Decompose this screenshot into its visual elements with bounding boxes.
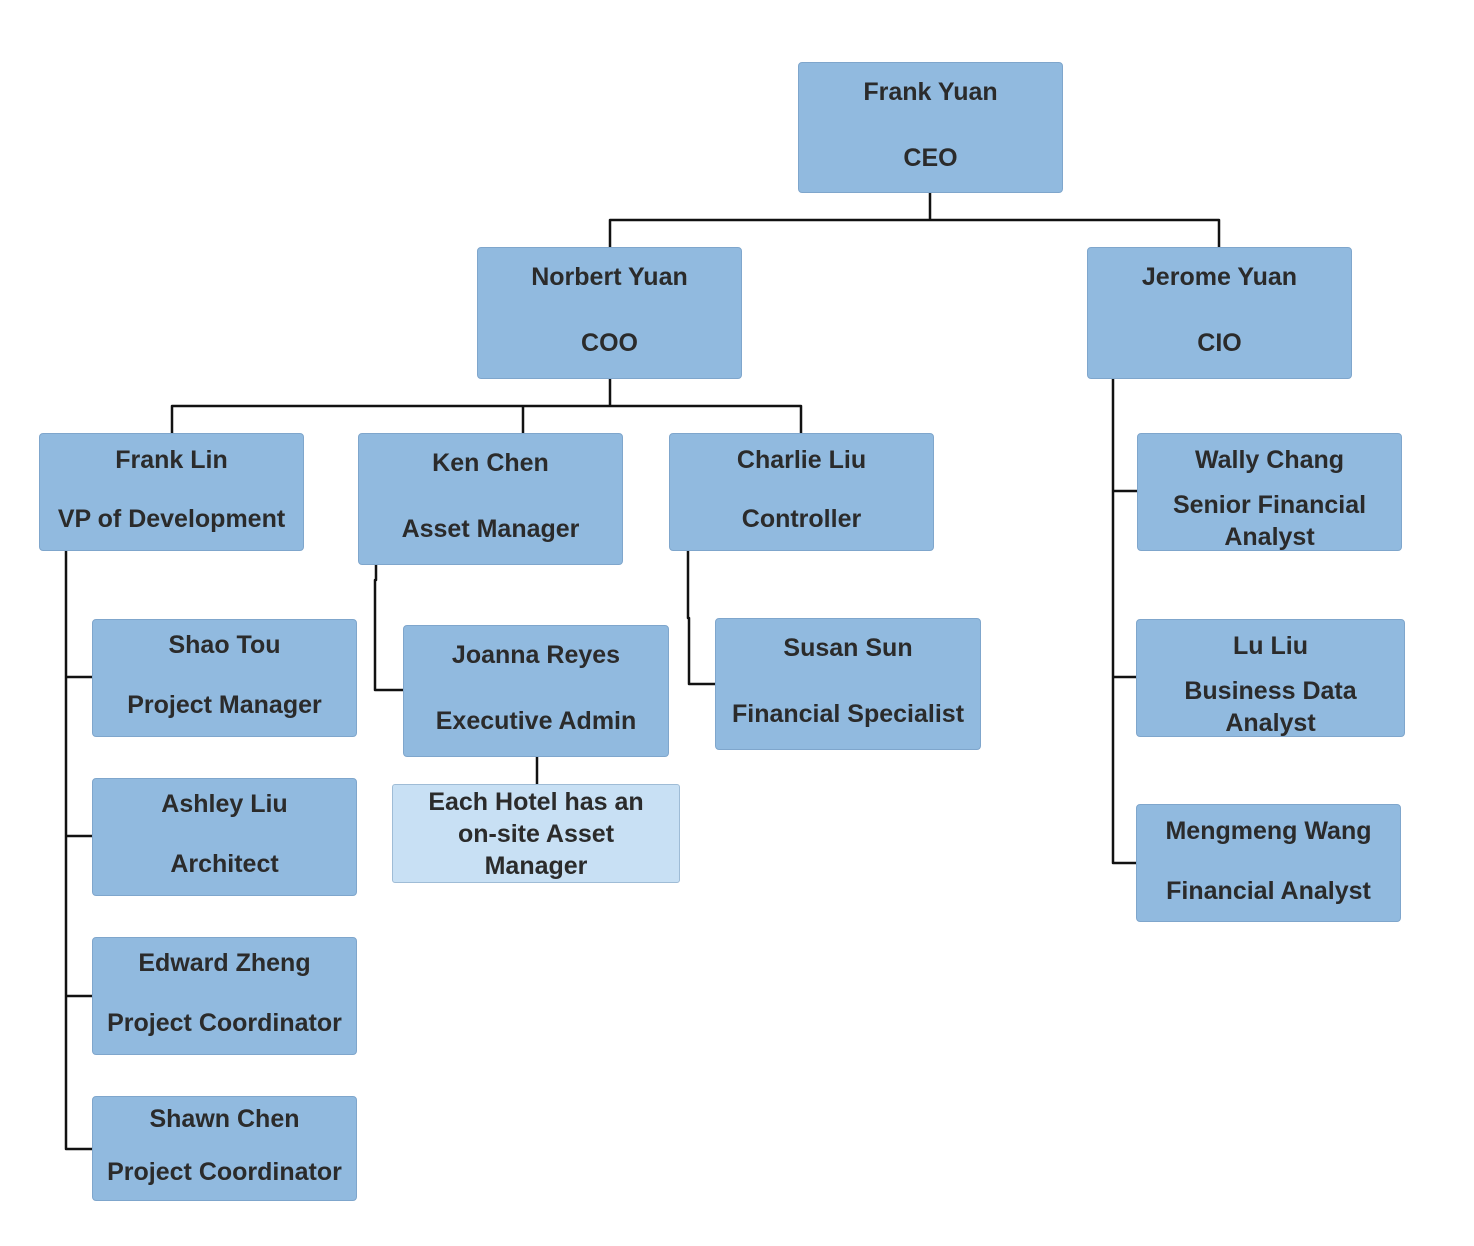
node-name: Frank Lin: [115, 446, 228, 474]
node-role: Asset Manager: [401, 515, 580, 543]
node-name: Frank Yuan: [863, 78, 998, 106]
node-name: Shawn Chen: [149, 1105, 300, 1133]
node-role: VP of Development: [57, 505, 286, 533]
node-role: Controller: [741, 505, 862, 533]
note-text: Each Hotel has an on-site Asset Manager: [428, 787, 644, 880]
node-role: Project Manager: [127, 691, 322, 719]
node-name: Norbert Yuan: [531, 263, 688, 291]
node-role: Architect: [170, 850, 279, 878]
connector-vp-dev: [64, 551, 92, 1151]
node-role: Business Data Analyst: [1184, 677, 1357, 737]
node-name: Mengmeng Wang: [1165, 817, 1372, 845]
connector-cio: [1111, 379, 1137, 865]
node-name: Charlie Liu: [736, 446, 867, 474]
node-name: Susan Sun: [783, 634, 913, 662]
node-name: Ashley Liu: [161, 790, 288, 818]
node-name: Edward Zheng: [138, 949, 311, 977]
node-role: CIO: [1197, 329, 1242, 357]
node-role: CEO: [903, 144, 958, 172]
node-name: Lu Liu: [1233, 632, 1308, 660]
node-name: Jerome Yuan: [1141, 263, 1298, 291]
node-role: Financial Specialist: [731, 700, 965, 728]
node-name: Joanna Reyes: [451, 641, 621, 669]
node-name: Shao Tou: [168, 631, 281, 659]
connector-controller: [686, 551, 715, 686]
connector-ceo: [608, 193, 1221, 247]
connector-coo: [170, 379, 803, 433]
node-role: Financial Analyst: [1166, 877, 1371, 905]
node-role: Executive Admin: [435, 707, 637, 735]
node-role: Project Coordinator: [107, 1158, 342, 1186]
node-name: Ken Chen: [432, 449, 549, 477]
node-role: Project Coordinator: [107, 1009, 342, 1037]
node-role: Senior Financial Analyst: [1172, 491, 1367, 551]
node-name: Wally Chang: [1194, 446, 1345, 474]
note-hotel-asset-managers: Each Hotel has an on-site Asset Manager: [392, 784, 680, 883]
node-role: COO: [581, 329, 638, 357]
connector-asset: [373, 565, 403, 692]
node-vp-dev: Frank Lin VP of Development: [39, 433, 304, 551]
